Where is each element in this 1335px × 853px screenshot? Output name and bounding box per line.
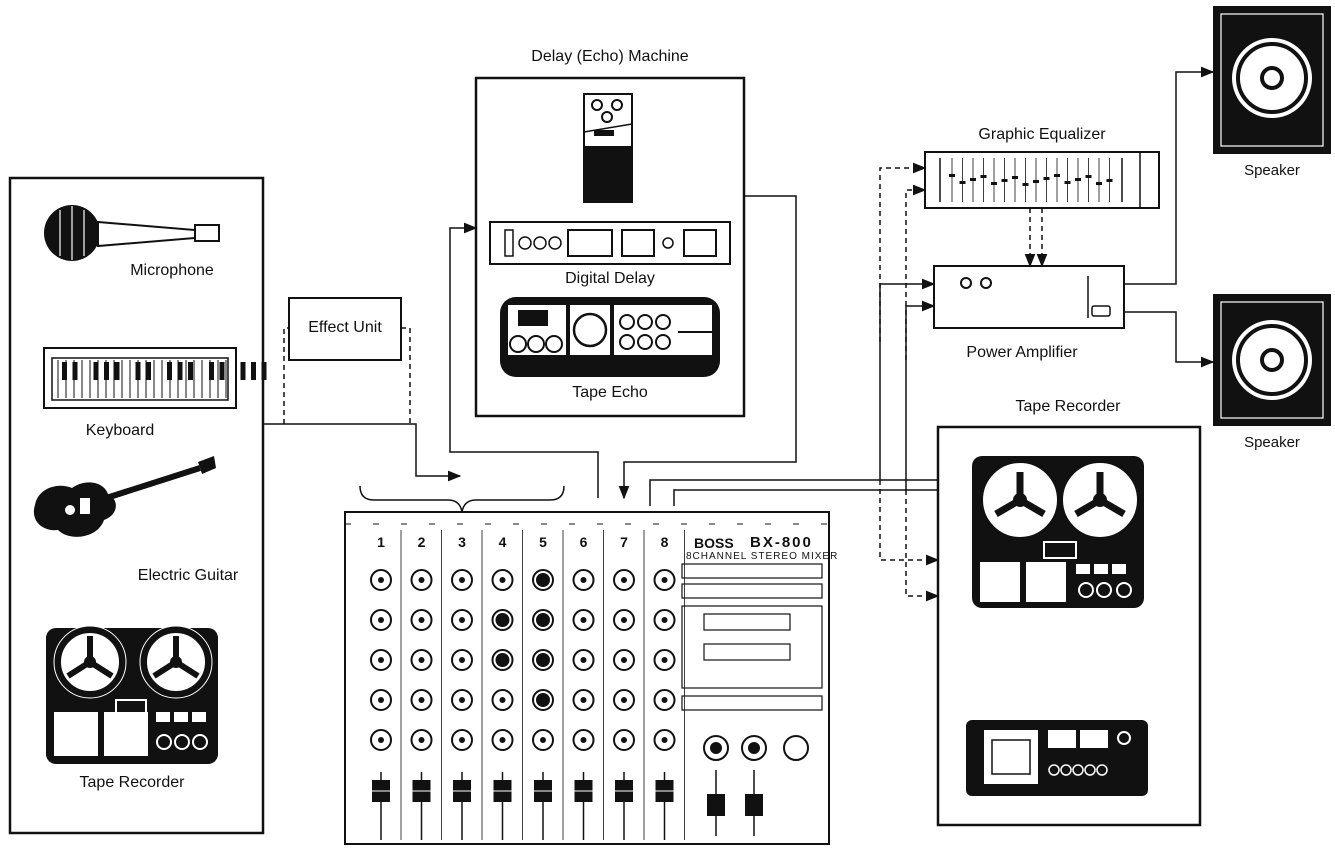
mixer-channel-number: 7 <box>620 534 628 550</box>
effect-unit-box <box>288 297 402 361</box>
mixer-channel-number: 5 <box>539 534 547 550</box>
mixer-channel-number: 8 <box>660 534 669 550</box>
graphic-equalizer-label: Graphic Equalizer <box>978 126 1106 143</box>
mixer-subtitle: 8CHANNEL STEREO MIXER <box>686 551 839 562</box>
eq-feed-line-b <box>905 184 927 360</box>
effect-unit-label: Effect Unit <box>308 319 382 336</box>
tape-recorder-icon-left <box>46 625 218 764</box>
recorder-feed-line-a <box>879 480 940 566</box>
delay-machine-panel <box>474 76 746 418</box>
digital-delay-label: Digital Delay <box>565 270 655 287</box>
mixer-channel-number: 6 <box>579 534 588 550</box>
source-to-mixer-line <box>263 423 462 482</box>
source-panel <box>8 176 265 835</box>
keyboard-icon <box>43 347 267 409</box>
tape-recorder-panel-right <box>936 425 1202 827</box>
speaker-top-label: Speaker <box>1244 162 1300 179</box>
delay-return-line <box>618 195 797 500</box>
delay-pedal-icon <box>583 93 633 203</box>
speaker-icon-top <box>1213 6 1331 154</box>
mixer-icon <box>344 485 830 845</box>
tape-recorder-left-label: Tape Recorder <box>79 774 185 791</box>
delay-send-line <box>449 222 599 498</box>
mixer-model: BX-800 <box>750 534 813 551</box>
mixer-brand: BOSS <box>694 535 734 551</box>
effect-return-line <box>401 327 411 424</box>
electric-guitar-icon <box>33 456 216 537</box>
cassette-deck-icon <box>966 720 1148 796</box>
effect-send-line <box>283 327 289 424</box>
keyboard-label: Keyboard <box>85 422 155 439</box>
tape-echo-label: Tape Echo <box>572 384 648 401</box>
delay-label: Delay <box>585 184 631 203</box>
recorder-feed-line-b <box>905 490 940 602</box>
digital-delay-icon <box>489 221 731 265</box>
tape-recorder-icon-right <box>972 456 1144 608</box>
amp-to-speaker-bottom-line <box>1124 311 1215 368</box>
graphic-equalizer-icon <box>924 151 1160 209</box>
speaker-icon-bottom <box>1213 294 1331 426</box>
tape-echo-icon <box>500 297 720 377</box>
mixer-channel-number: 4 <box>498 534 507 550</box>
microphone-icon <box>44 205 220 261</box>
power-amplifier-label: Power Amplifier <box>966 344 1078 361</box>
mixer-channel-number: 1 <box>377 534 385 550</box>
amp-to-speaker-top-line <box>1124 66 1215 285</box>
mixer-channel-number: 2 <box>417 534 426 550</box>
delay-machine-title: Delay (Echo) Machine <box>531 48 689 65</box>
speaker-bottom-label: Speaker <box>1244 434 1300 451</box>
microphone-label: Microphone <box>130 262 214 279</box>
eq-feed-line-a <box>879 162 927 342</box>
signal-lines <box>263 66 1215 602</box>
electric-guitar-label: Electric Guitar <box>137 567 239 584</box>
tape-recorder-right-label: Tape Recorder <box>1015 398 1121 415</box>
power-amplifier-icon <box>933 265 1125 329</box>
mixer-channel-number: 3 <box>458 534 466 550</box>
